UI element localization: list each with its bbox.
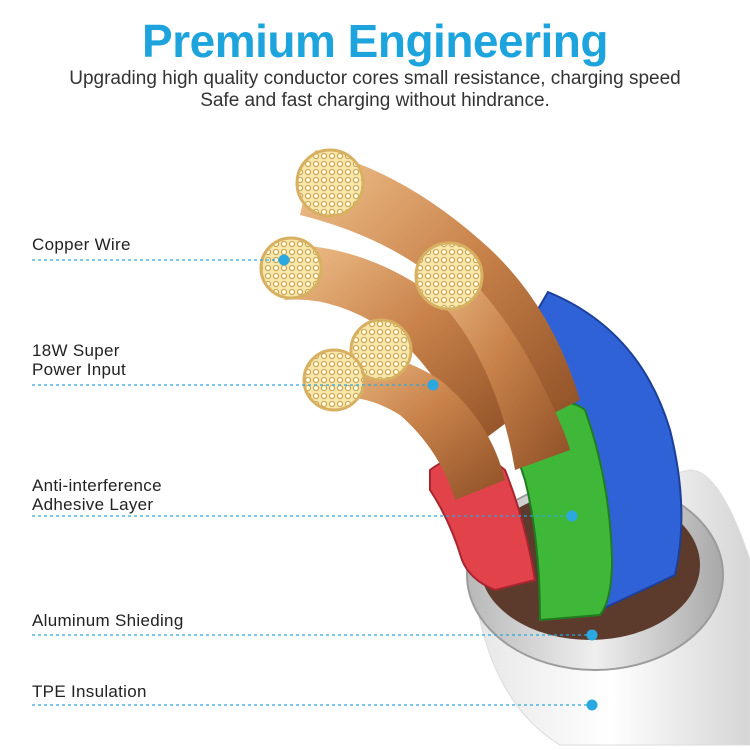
label-copper-wire: Copper Wire [32, 235, 131, 254]
strand-end-low-a [349, 318, 413, 382]
page-title: Premium Engineering [142, 15, 608, 67]
leader-dot-copper-wire [278, 254, 290, 266]
strand-end-left [259, 236, 323, 300]
leader-dot-power-input [427, 379, 439, 391]
subtitle: Upgrading high quality conductor cores s… [0, 68, 750, 112]
label-aluminum-shielding: Aluminum Shieding [32, 611, 184, 630]
label-adhesive-line-2: Adhesive Layer [32, 495, 154, 514]
label-adhesive-layer: Anti-interference Adhesive Layer [32, 476, 162, 514]
strand-end-low-b [302, 348, 366, 412]
subtitle-line-1: Upgrading high quality conductor cores s… [69, 68, 681, 89]
leader-dot-tpe [586, 699, 598, 711]
label-power-input-line-2: Power Input [32, 360, 127, 379]
label-tpe-insulation: TPE Insulation [32, 682, 147, 701]
leader-dot-adhesive [566, 510, 578, 522]
strand-end-top [295, 148, 365, 218]
strand-end-mid [414, 241, 484, 311]
label-power-input-line-1: 18W Super [32, 341, 120, 360]
subtitle-line-2: Safe and fast charging without hindrance… [200, 90, 550, 111]
label-power-input: 18W Super Power Input [32, 341, 126, 379]
leader-dot-aluminum [586, 629, 598, 641]
label-adhesive-line-1: Anti-interference [32, 476, 162, 495]
